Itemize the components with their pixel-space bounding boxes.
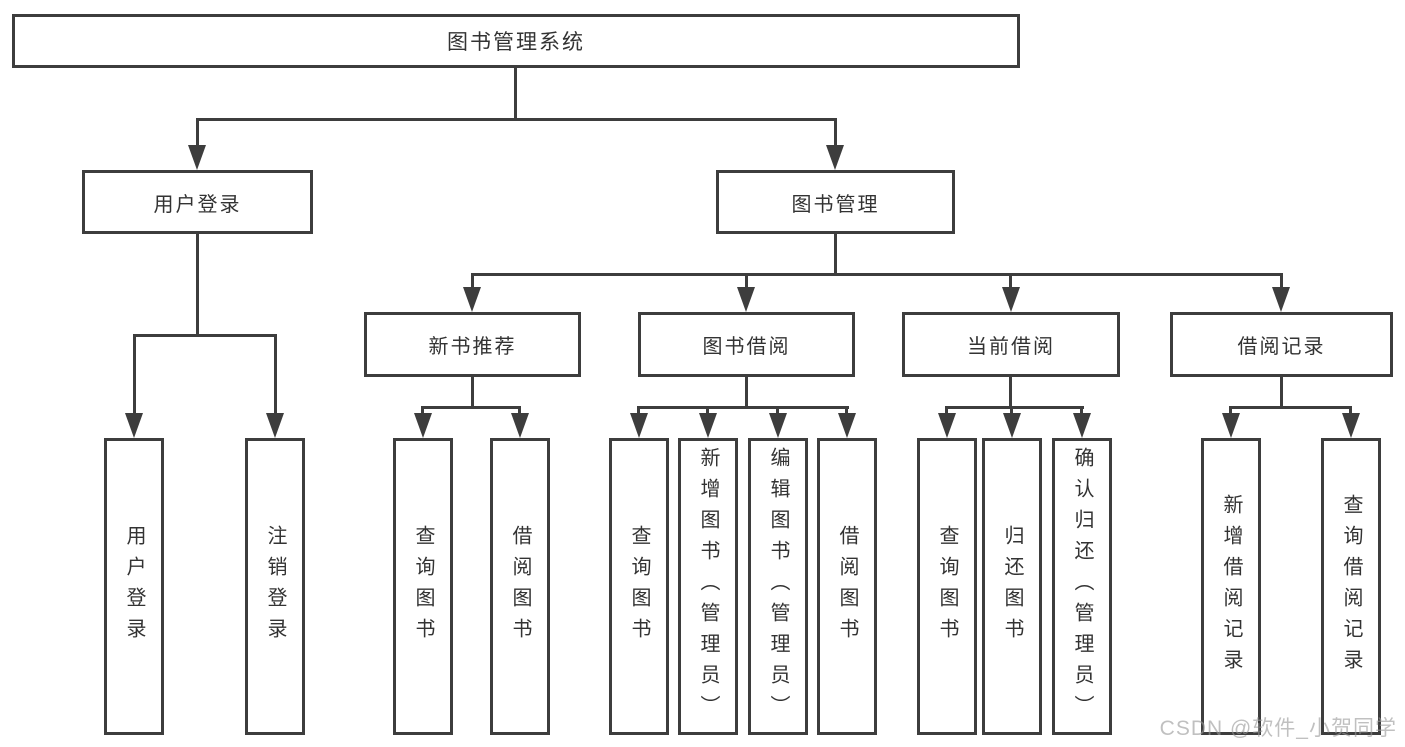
arrow-down-icon <box>938 413 956 438</box>
connector-line-v <box>745 377 748 409</box>
connector-line-v <box>1080 406 1083 416</box>
connector-line-v <box>745 273 748 291</box>
connector-line-v <box>706 406 709 416</box>
node-current-borrow: 当前借阅 <box>902 312 1120 377</box>
connector-line-v <box>776 406 779 416</box>
connector-line-h <box>1229 406 1352 409</box>
node-borrow-records: 借阅记录 <box>1170 312 1393 377</box>
arrow-down-icon <box>1073 413 1091 438</box>
node-label: 新书推荐 <box>428 336 517 358</box>
node-new-book-recommend: 新书推荐 <box>364 312 581 377</box>
leaf-borrow-query-books: 查询图书 <box>609 438 669 735</box>
connector-line-h <box>421 406 521 409</box>
arrow-down-icon <box>1002 287 1020 312</box>
leaf-return-books: 归还图书 <box>982 438 1042 735</box>
node-label: 确认归还（管理员） <box>1071 447 1093 726</box>
arrow-down-icon <box>1222 413 1240 438</box>
connector-line-v <box>514 68 517 121</box>
arrow-down-icon <box>414 413 432 438</box>
node-label: 用户登录 <box>153 193 242 216</box>
connector-line-v <box>421 406 424 416</box>
arrow-down-icon <box>1272 287 1290 312</box>
connector-line-v <box>196 234 199 337</box>
connector-line-v <box>1280 377 1283 409</box>
connector-line-v <box>133 334 136 416</box>
arrow-down-icon <box>630 413 648 438</box>
arrow-down-icon <box>511 413 529 438</box>
connector-line-v <box>471 273 474 291</box>
connector-line-v <box>834 234 837 276</box>
arrow-down-icon <box>737 287 755 312</box>
leaf-query-borrow-record: 查询借阅记录 <box>1321 438 1381 735</box>
arrow-down-icon <box>188 145 206 170</box>
node-label: 用户登录 <box>123 524 145 649</box>
arrow-down-icon <box>266 413 284 438</box>
connector-line-v <box>1280 273 1283 291</box>
connector-line-v <box>1010 406 1013 416</box>
node-label: 当前借阅 <box>967 336 1055 358</box>
node-label: 查询图书 <box>936 524 958 649</box>
connector-line-h <box>196 118 837 121</box>
connector-line-v <box>1349 406 1352 416</box>
node-book-borrow: 图书借阅 <box>638 312 855 377</box>
connector-line-v <box>945 406 948 416</box>
connector-line-v <box>274 334 277 416</box>
connector-line-h <box>637 406 849 409</box>
arrow-down-icon <box>769 413 787 438</box>
connector-line-v <box>845 406 848 416</box>
connector-line-v <box>518 406 521 416</box>
arrow-down-icon <box>1342 413 1360 438</box>
node-root-system: 图书管理系统 <box>12 14 1020 68</box>
connector-line-h <box>945 406 1084 409</box>
node-label: 图书借阅 <box>702 336 791 358</box>
connector-line-v <box>196 118 199 148</box>
connector-line-v <box>637 406 640 416</box>
node-label: 借阅图书 <box>836 524 858 649</box>
arrow-down-icon <box>838 413 856 438</box>
node-label: 图书管理 <box>791 193 880 216</box>
leaf-edit-books-admin: 编辑图书（管理员） <box>748 438 808 735</box>
arrow-down-icon <box>463 287 481 312</box>
node-label: 新增借阅记录 <box>1220 493 1242 680</box>
leaf-add-books-admin: 新增图书（管理员） <box>678 438 738 735</box>
node-book-management: 图书管理 <box>716 170 955 234</box>
leaf-add-borrow-record: 新增借阅记录 <box>1201 438 1261 735</box>
leaf-logout: 注销登录 <box>245 438 305 735</box>
connector-line-v <box>1009 377 1012 409</box>
node-label: 图书管理系统 <box>447 31 585 54</box>
connector-line-v <box>834 118 837 148</box>
arrow-down-icon <box>125 413 143 438</box>
node-label: 注销登录 <box>264 524 286 649</box>
leaf-user-login: 用户登录 <box>104 438 164 735</box>
node-label: 借阅图书 <box>509 524 531 649</box>
node-label: 查询图书 <box>412 524 434 649</box>
csdn-watermark: CSDN @软件_小贺同学 <box>1159 717 1397 740</box>
connector-line-v <box>471 377 474 409</box>
leaf-confirm-return-admin: 确认归还（管理员） <box>1052 438 1112 735</box>
node-label: 归还图书 <box>1001 524 1023 649</box>
arrow-down-icon <box>1003 413 1021 438</box>
leaf-borrow-books: 借阅图书 <box>817 438 877 735</box>
node-label: 借阅记录 <box>1237 336 1326 358</box>
leaf-recommend-borrow-books: 借阅图书 <box>490 438 550 735</box>
connector-line-v <box>1229 406 1232 416</box>
leaf-recommend-query-books: 查询图书 <box>393 438 453 735</box>
node-label: 新增图书（管理员） <box>697 447 719 726</box>
arrow-down-icon <box>699 413 717 438</box>
connector-line-h <box>133 334 277 337</box>
node-label: 查询图书 <box>628 524 650 649</box>
node-label: 编辑图书（管理员） <box>767 447 789 726</box>
arrow-down-icon <box>826 145 844 170</box>
node-user-login: 用户登录 <box>82 170 313 234</box>
node-label: 查询借阅记录 <box>1340 493 1362 680</box>
connector-line-h <box>471 273 1283 276</box>
connector-line-v <box>1009 273 1012 291</box>
leaf-current-query-books: 查询图书 <box>917 438 977 735</box>
